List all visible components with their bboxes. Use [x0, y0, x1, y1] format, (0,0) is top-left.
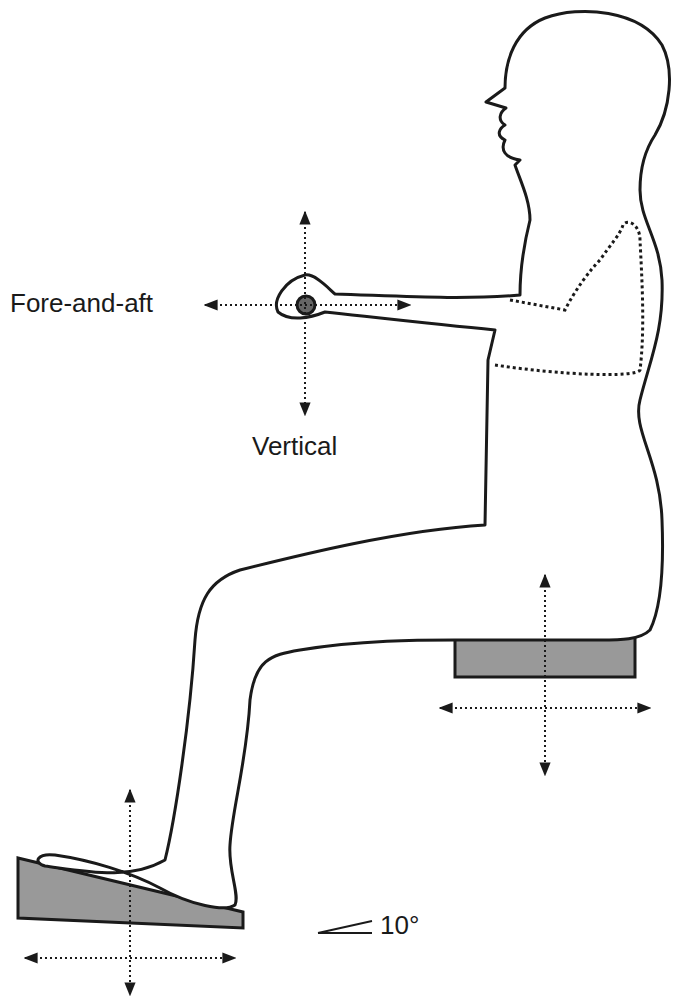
axis-label: 10° — [380, 911, 419, 940]
upper-arm-dotted — [495, 222, 643, 374]
angle-symbol — [318, 921, 372, 933]
person-outline — [38, 11, 670, 907]
axis-label: Vertical — [252, 432, 337, 461]
axis-arrows — [25, 212, 650, 995]
axis-label: Fore-and-aft — [10, 289, 153, 318]
